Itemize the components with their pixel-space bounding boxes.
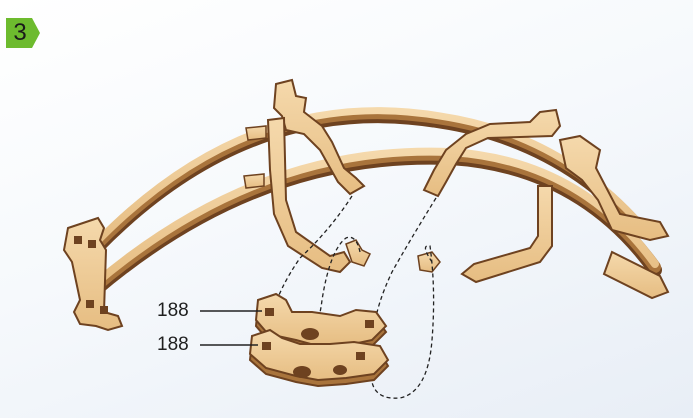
right-end-bracket xyxy=(560,136,668,298)
callout-part-188-top: 188 xyxy=(157,300,189,322)
callout-part-188-bottom: 188 xyxy=(157,334,189,356)
right-hook-strut xyxy=(418,110,560,282)
